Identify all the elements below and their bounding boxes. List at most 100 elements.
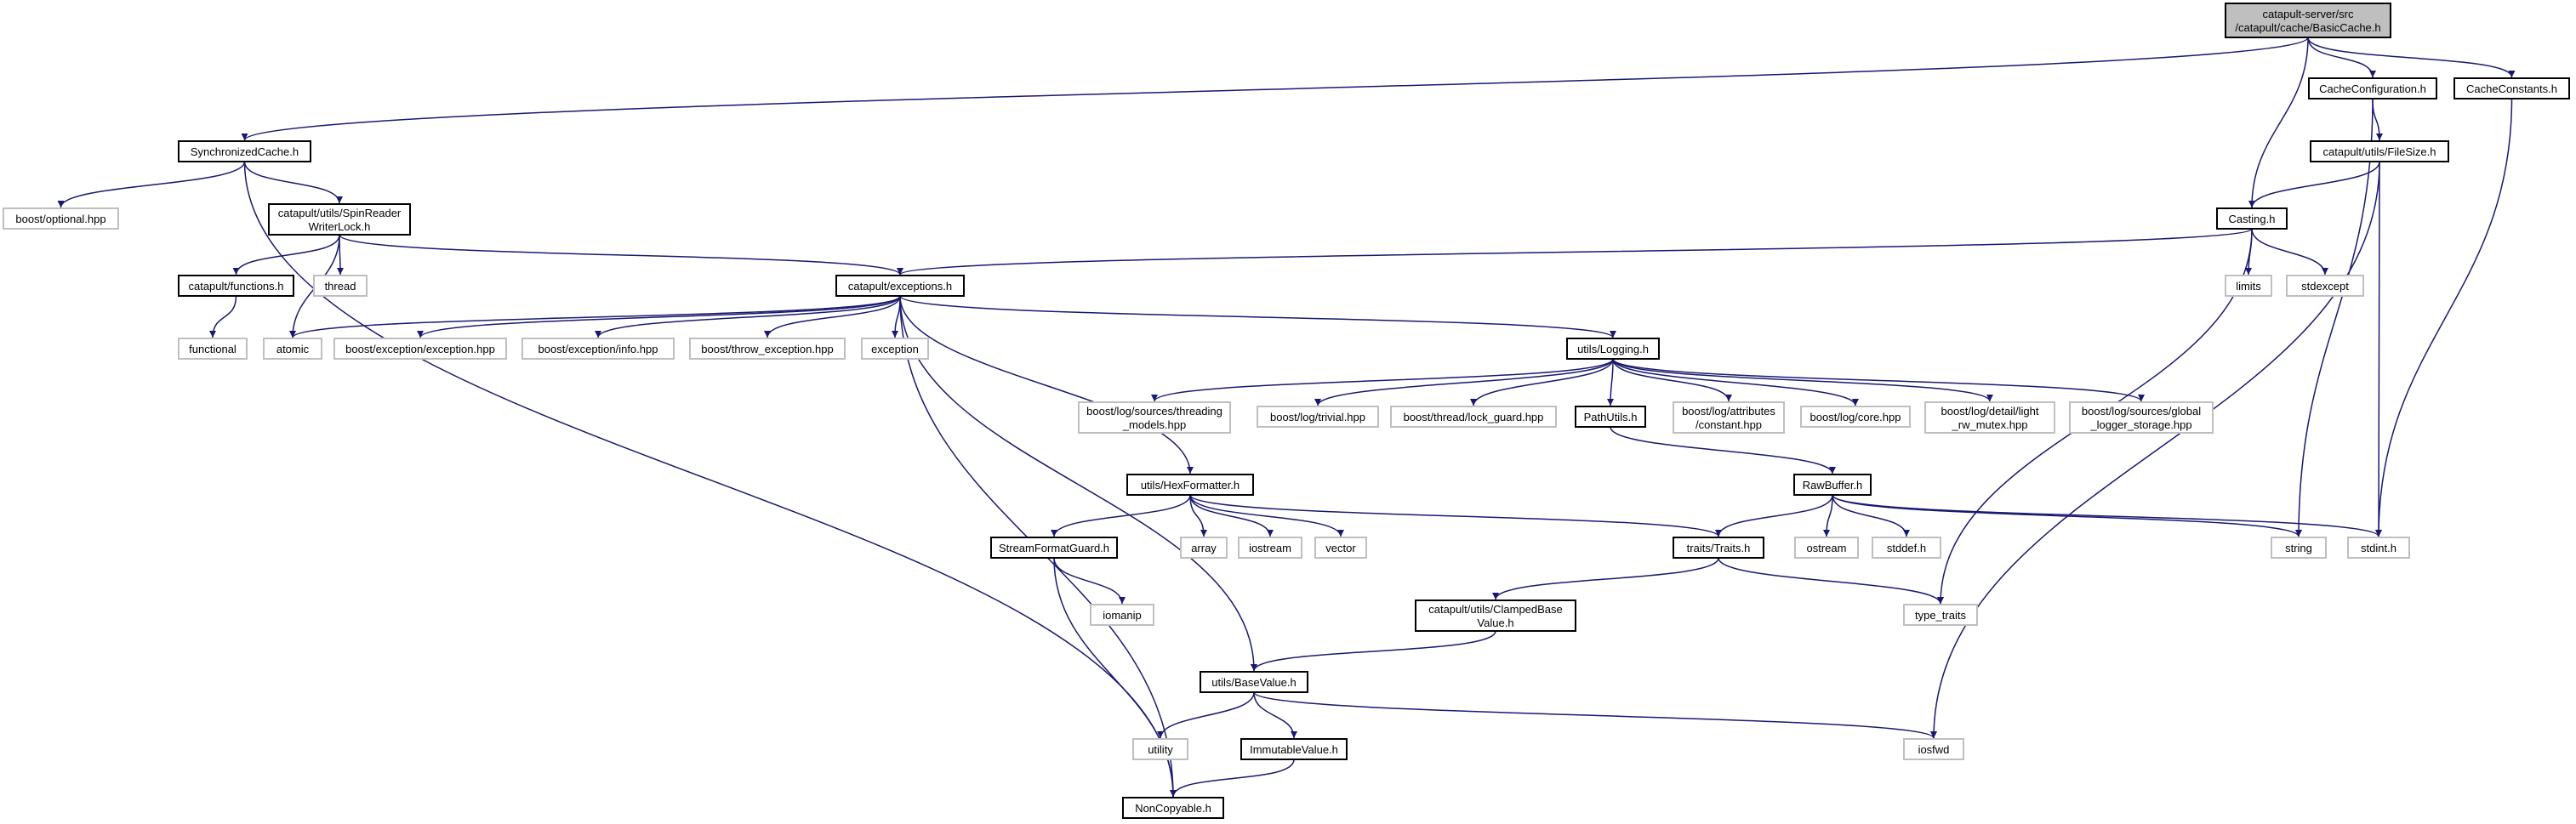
node-logging[interactable]: utils/Logging.h (1566, 338, 1660, 360)
node-box-stddef (1872, 537, 1941, 559)
nodes-layer: catapult-server/src/catapult/cache/Basic… (3, 3, 2570, 819)
node-immutable[interactable]: ImmutableValue.h (1240, 738, 1348, 760)
node-label-streamguard: StreamFormatGuard.h (999, 542, 1109, 554)
edge-rawbuffer-to-ostream (1823, 494, 1833, 537)
edge-traits-to-typetraits (1718, 557, 1944, 605)
node-label-noncopyable: NonCopyable.h (1135, 802, 1211, 815)
edge-rawbuffer-to-stdint (1832, 494, 2382, 537)
node-vector: vector (1314, 537, 1367, 559)
node-box-immutable (1240, 738, 1348, 760)
node-label-threadingmodels: boost/log/sources/threading (1086, 405, 1222, 418)
edge-basevalue-to-utility (1157, 691, 1255, 739)
edge-rawbuffer-to-string (1832, 494, 2302, 537)
edge-synccache-to-boostoptional (57, 161, 246, 208)
node-rawbuffer[interactable]: RawBuffer.h (1793, 474, 1872, 496)
node-label-traits: traits/Traits.h (1687, 542, 1751, 554)
node-stdexcept: stdexcept (2286, 275, 2364, 297)
node-label-cacheconst: CacheConstants.h (2466, 82, 2557, 95)
edge-hexformatter-to-streamguard (1051, 494, 1191, 537)
node-box-string (2271, 537, 2327, 559)
node-noncopyable[interactable]: NonCopyable.h (1122, 797, 1224, 819)
node-label-pathutils: PathUtils.h (1584, 411, 1638, 423)
node-box-synccache (178, 140, 311, 162)
node-synccache[interactable]: SynchronizedCache.h (178, 140, 311, 162)
node-exception: exception (861, 338, 929, 360)
node-box-ostream (1794, 537, 1859, 559)
node-label-attrconst: boost/log/attributes (1682, 405, 1775, 418)
node-label-stddef: stddef.h (1887, 542, 1926, 554)
node-label-exception: exception (871, 343, 919, 355)
node-functions[interactable]: catapult/functions.h (178, 275, 294, 297)
node-basiccache[interactable]: catapult-server/src/catapult/cache/Basic… (2225, 3, 2391, 38)
node-label-string: string (2285, 542, 2312, 554)
node-box-functions (178, 275, 294, 297)
edge-spinlock-to-exceptions (339, 234, 903, 276)
node-label-boostexc: boost/exception/exception.hpp (345, 343, 495, 355)
node-label-iomanip: iomanip (1103, 609, 1142, 622)
edge-hexformatter-to-traits (1189, 494, 1722, 537)
edge-functions-to-functional (209, 295, 237, 338)
node-stddef: stddef.h (1872, 537, 1941, 559)
edge-basiccache-to-synccache (241, 37, 2309, 141)
edge-logging-to-globallogger (1612, 358, 2145, 402)
node-streamguard[interactable]: StreamFormatGuard.h (990, 537, 1118, 559)
node-box-noncopyable (1122, 797, 1224, 819)
node-basevalue[interactable]: utils/BaseValue.h (1200, 671, 1308, 693)
node-box-atomic (263, 338, 322, 360)
node-box-traits (1673, 537, 1764, 559)
node-label-iosfwd: iosfwd (1918, 743, 1950, 756)
node-label-clampedbase: catapult/utils/ClampedBase (1428, 603, 1563, 616)
node-iomanip: iomanip (1090, 604, 1154, 626)
node-label-synccache: SynchronizedCache.h (191, 145, 299, 158)
node-boostinfo: boost/exception/info.hpp (521, 338, 675, 360)
node-cacheconst[interactable]: CacheConstants.h (2453, 77, 2570, 99)
node-box-utility (1132, 738, 1188, 760)
edge-traits-to-clampedbase (1492, 557, 1719, 600)
node-label-logging: utils/Logging.h (1577, 343, 1649, 355)
node-hexformatter[interactable]: utils/HexFormatter.h (1126, 474, 1254, 496)
edge-cacheconst-to-stdint (2375, 98, 2513, 537)
node-traits[interactable]: traits/Traits.h (1673, 537, 1764, 559)
node-box-lockguard (1390, 406, 1557, 428)
node-label-rawbuffer: RawBuffer.h (1803, 479, 1863, 492)
edge-hexformatter-to-vector (1189, 494, 1344, 537)
node-box-thread (313, 275, 368, 297)
node-label-spinlock: WriterLock.h (309, 220, 371, 233)
node-filesize[interactable]: catapult/utils/FileSize.h (2310, 140, 2449, 162)
node-thread: thread (313, 275, 368, 297)
node-label-lightmutex: _rw_mutex.hpp (1952, 418, 2028, 431)
node-label-spinlock: catapult/utils/SpinReader (278, 207, 402, 219)
node-box-functional (178, 338, 248, 360)
node-label-hexformatter: utils/HexFormatter.h (1141, 479, 1240, 492)
node-lightmutex: boost/log/detail/light_rw_mutex.hpp (1924, 401, 2055, 434)
node-logcore: boost/log/core.hpp (1800, 406, 1911, 428)
edge-streamguard-to-iomanip (1053, 557, 1126, 605)
edge-hexformatter-to-array (1189, 494, 1207, 537)
node-box-hexformatter (1126, 474, 1254, 496)
edge-basevalue-to-immutable (1253, 691, 1297, 739)
node-label-atomic: atomic (276, 343, 310, 355)
node-pathutils[interactable]: PathUtils.h (1575, 406, 1646, 428)
node-label-vector: vector (1325, 542, 1356, 554)
edge-spinlock-to-functions (232, 234, 340, 276)
edge-filesize-to-iosfwd (1930, 161, 2380, 739)
node-box-exception (861, 338, 929, 360)
edge-immutable-to-noncopyable (1170, 759, 1295, 798)
node-utility: utility (1132, 738, 1188, 760)
node-box-clampedbase (1415, 600, 1576, 632)
node-label-utility: utility (1148, 743, 1173, 756)
edge-exceptions-to-logging (899, 295, 1616, 338)
node-label-thread: thread (325, 280, 356, 293)
node-cacheconfig[interactable]: CacheConfiguration.h (2308, 77, 2437, 99)
node-label-cacheconfig: CacheConfiguration.h (2319, 82, 2426, 95)
edge-rawbuffer-to-stddef (1832, 494, 1910, 537)
edge-logging-to-pathutils (1607, 358, 1615, 406)
node-trivial: boost/log/trivial.hpp (1257, 406, 1379, 428)
node-casting[interactable]: Casting.h (2216, 207, 2288, 230)
node-box-typetraits (1903, 604, 1978, 626)
node-label-exceptions: catapult/exceptions.h (848, 280, 952, 293)
node-exceptions[interactable]: catapult/exceptions.h (835, 275, 965, 297)
edge-exceptions-to-hexformatter (899, 295, 1194, 475)
